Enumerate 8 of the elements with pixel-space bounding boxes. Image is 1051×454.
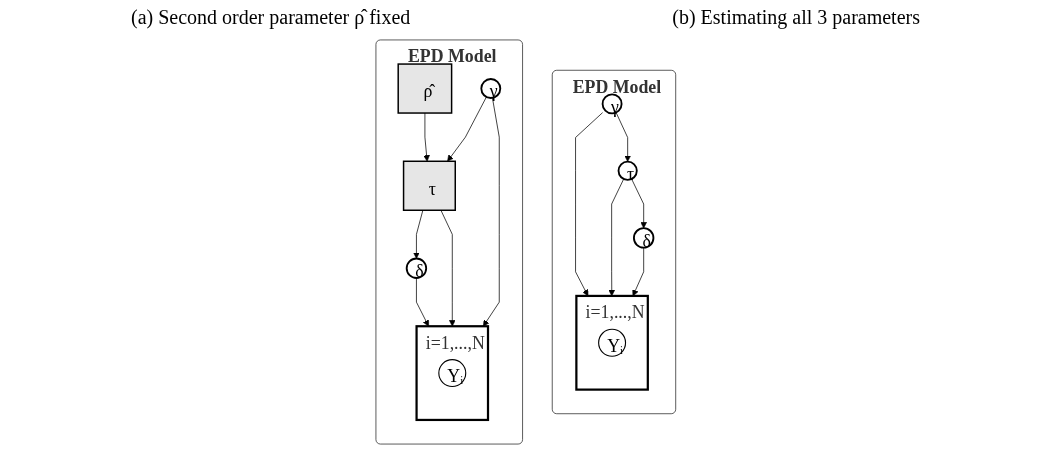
panel-caption: (a) Second order parameter ρ̂ fixed	[131, 5, 411, 29]
panel-caption: (b) Estimating all 3 parameters	[672, 5, 920, 29]
node-circle: δ	[405, 257, 427, 279]
node-circle: Yᵢ	[597, 328, 626, 357]
node-circle: γ	[480, 78, 501, 99]
node-circle: Yᵢ	[437, 359, 466, 388]
node-box: τ	[402, 160, 456, 211]
node-box: ρ̂	[397, 63, 453, 114]
